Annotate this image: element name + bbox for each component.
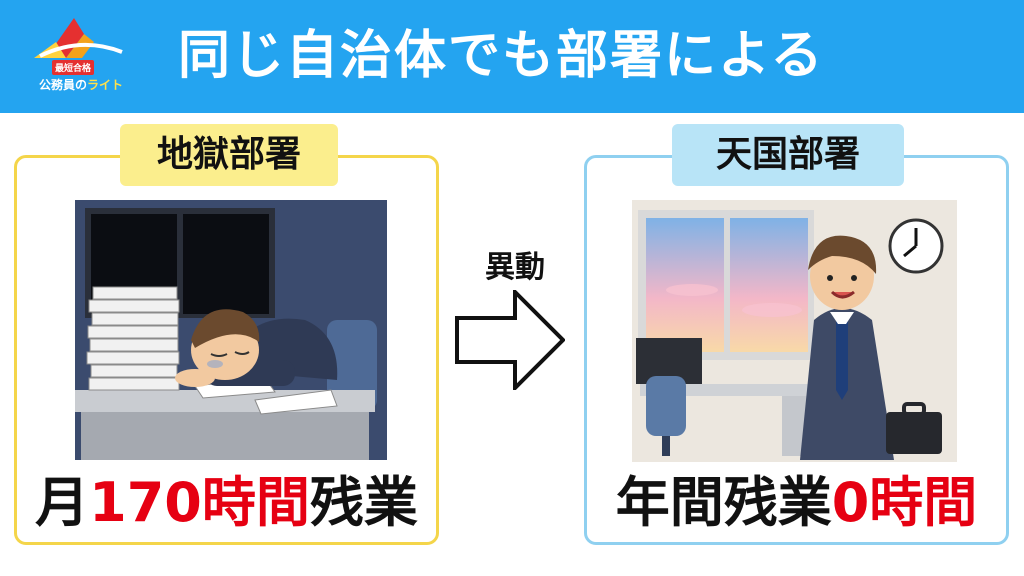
hell-stat-prefix: 月 xyxy=(35,471,90,534)
overworked-illustration xyxy=(75,200,387,460)
heaven-overtime-stat: 年間残業0時間 xyxy=(584,468,1009,538)
heaven-stat-highlight: 0時間 xyxy=(831,471,978,534)
site-logo[interactable]: 最短合格 公務員のライト xyxy=(26,12,136,102)
page-title: 同じ自治体でも部署による xyxy=(178,26,825,86)
logo-badge: 最短合格 xyxy=(52,60,95,75)
hell-stat-suffix: 残業 xyxy=(309,471,418,534)
happy-worker-illustration-frame xyxy=(632,200,957,462)
header-bar: 最短合格 公務員のライト 同じ自治体でも部署による xyxy=(0,0,1024,113)
hell-stat-highlight: 170時間 xyxy=(89,471,310,534)
leaving-worker-illustration xyxy=(632,200,957,462)
transfer-label: 異動 xyxy=(485,250,545,285)
hell-overtime-stat: 月170時間残業 xyxy=(14,468,439,538)
logo-text-accent: ライト xyxy=(87,78,124,92)
heaven-department-tag: 天国部署 xyxy=(672,124,904,186)
hell-department-tag: 地獄部署 xyxy=(120,124,338,186)
logo-text: 公務員のライト xyxy=(26,76,136,93)
logo-text-main: 公務員の xyxy=(38,78,87,92)
right-arrow-icon xyxy=(455,290,565,390)
sleeping-worker-illustration xyxy=(75,200,387,460)
heaven-stat-prefix: 年間残業 xyxy=(615,471,832,534)
logo-mountain-icon xyxy=(34,18,123,58)
